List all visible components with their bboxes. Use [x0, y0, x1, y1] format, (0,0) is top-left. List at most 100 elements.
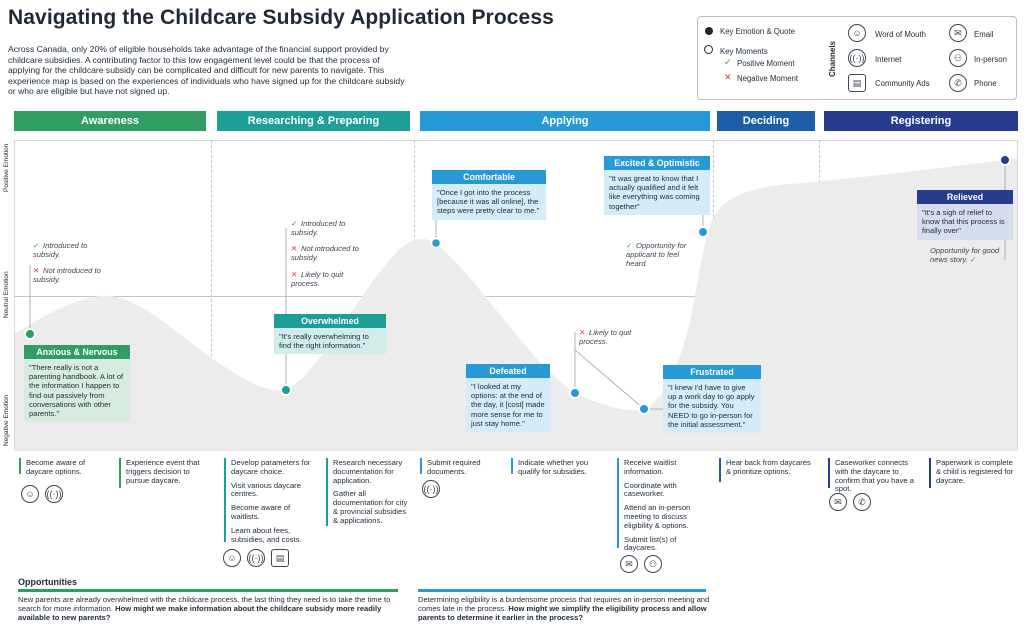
moment-comfortable-dot	[430, 237, 442, 249]
check-icon: ✓	[33, 241, 40, 250]
note-applying-opportunity: ✓Opportunity for applicant to feel heard…	[626, 241, 687, 268]
moment-defeated-dot	[569, 387, 581, 399]
emotion-curve-area	[15, 158, 1017, 451]
internet-icon: ((·))	[247, 549, 265, 567]
key-moment-ring-icon	[704, 45, 713, 54]
emotion-card-excited: Excited & Optimistic "It was great to kn…	[604, 156, 710, 215]
phone-icon: ✆	[853, 493, 871, 511]
action-marker	[19, 458, 21, 474]
emotion-quote: "I looked at my options: at the end of t…	[466, 378, 550, 433]
note-research-quit: ✕Likely to quit process.	[291, 270, 344, 288]
emotion-card-comfortable: Comfortable "Once I got into the process…	[432, 170, 546, 220]
emotion-quote: "It was great to know that I actually qu…	[604, 170, 710, 215]
emotion-card-overwhelmed: Overwhelmed "It's really overwhelming to…	[274, 314, 386, 355]
action-marker	[119, 458, 121, 488]
action-marker	[617, 458, 619, 548]
action-research-2-b: Gather all documentation for city & prov…	[333, 489, 408, 525]
phase-applying: Applying	[420, 111, 710, 131]
internet-icon: ((·))	[45, 485, 63, 503]
legend-channel-internet: Internet	[875, 55, 902, 64]
in-person-icon: ⚇	[949, 49, 967, 67]
check-icon: ✓	[626, 241, 633, 250]
cross-icon: ✕	[33, 266, 40, 275]
emotion-quote: "It's a sigh of relief to know that this…	[917, 204, 1013, 240]
emotion-quote: "There really is not a parenting handboo…	[24, 359, 130, 423]
action-awareness-1: Become aware of daycare options.	[26, 458, 86, 476]
phase-registering: Registering	[824, 111, 1018, 131]
word-of-mouth-icon: ☺	[223, 549, 241, 567]
emotion-head: Frustrated	[663, 365, 761, 379]
moment-relieved-dot	[999, 154, 1011, 166]
emotion-head: Defeated	[466, 364, 550, 378]
action-marker	[224, 458, 226, 542]
emotion-head: Excited & Optimistic	[604, 156, 710, 170]
emotion-card-relieved: Relieved "It's a sigh of relief to know …	[917, 190, 1013, 240]
emotion-card-defeated: Defeated "I looked at my options: at the…	[466, 364, 550, 433]
phase-divider	[211, 140, 212, 451]
note-awareness-introduced: ✓Introduced to subsidy.	[33, 241, 88, 259]
community-ads-icon: ▤	[271, 549, 289, 567]
internet-icon: ((·))	[422, 480, 440, 498]
note-research-not-introduced: ✕Not introduced to subsidy.	[291, 244, 359, 262]
action-applying-2: Indicate whether you qualify for subsidi…	[518, 458, 589, 476]
action-research-1-b: Visit various daycare centres.	[231, 480, 301, 499]
emotion-quote: "It's really overwhelming to find the ri…	[274, 328, 386, 355]
action-applying-3-b: Coordinate with caseworker.	[624, 480, 677, 499]
note-research-introduced: ✓Introduced to subsidy.	[291, 219, 346, 237]
action-research-1-a: Develop parameters for daycare choice.	[231, 458, 311, 476]
action-marker	[511, 458, 513, 474]
action-registering-1: Caseworker connects with the daycare to …	[835, 458, 914, 494]
note-awareness-not-introduced: ✕Not introduced to subsidy.	[33, 266, 101, 284]
action-marker	[719, 458, 721, 482]
action-applying-1: Submit required documents.	[427, 458, 481, 476]
action-applying-3-c: Attend an in-person meeting to discuss e…	[624, 503, 691, 530]
in-person-icon: ⚇	[644, 555, 662, 573]
action-research-1-c: Become aware of waitlists.	[231, 503, 291, 521]
neutral-line	[14, 296, 1018, 297]
action-research-1: Develop parameters for daycare choice. V…	[226, 458, 312, 544]
action-marker	[420, 458, 422, 474]
internet-icon: ((·))	[848, 49, 866, 67]
phase-deciding: Deciding	[717, 111, 815, 131]
legend-channel-community-ads: Community Ads	[875, 79, 930, 88]
opportunities-title: Opportunities	[18, 577, 77, 587]
opportunity-bar-left	[18, 589, 398, 592]
action-research-1-d: Learn about fees, subsidies, and costs.	[231, 525, 302, 544]
action-registering-2: Paperwork is complete & child is registe…	[936, 458, 1014, 485]
leader-quit-to-frustrated	[574, 349, 645, 410]
community-ads-icon: ▤	[848, 74, 866, 92]
action-deciding-1: Hear back from daycares & prioritize opt…	[726, 458, 811, 476]
legend-positive: Positive Moment	[737, 59, 795, 68]
cross-icon: ✕	[724, 72, 732, 82]
check-icon: ✓	[969, 255, 977, 264]
legend-negative: Negative Moment	[737, 74, 799, 83]
page-title: Navigating the Childcare Subsidy Applica…	[8, 6, 554, 29]
moment-frustrated-dot	[638, 403, 650, 415]
action-research-2: Research necessary documentation for app…	[328, 458, 412, 526]
moment-excited-dot	[697, 226, 709, 238]
emotion-head: Anxious & Nervous	[24, 345, 130, 359]
action-marker	[929, 458, 931, 488]
emotion-quote: "I knew I'd have to give up a work day t…	[663, 379, 761, 434]
moment-overwhelmed-dot	[280, 384, 292, 396]
note-applying-quit: ✕Likely to quit process.	[579, 328, 632, 346]
legend-channel-phone: Phone	[974, 79, 997, 88]
note-registering-opportunity: Opportunity for good news story. ✓	[930, 246, 1000, 264]
cross-icon: ✕	[291, 270, 298, 279]
action-research-2-a: Research necessary documentation for app…	[333, 458, 403, 485]
action-applying-3-a: Receive waitlist information.	[624, 458, 677, 476]
opportunity-left: New parents are already overwhelmed with…	[18, 595, 391, 622]
phase-researching: Researching & Preparing	[217, 111, 410, 131]
legend-channel-email: Email	[974, 30, 994, 39]
check-icon: ✓	[291, 219, 298, 228]
email-icon: ✉	[620, 555, 638, 573]
moment-anxious-dot	[24, 328, 36, 340]
emotion-head: Relieved	[917, 190, 1013, 204]
emotion-head: Overwhelmed	[274, 314, 386, 328]
word-of-mouth-icon: ☺	[21, 485, 39, 503]
intro-paragraph: Across Canada, only 20% of eligible hous…	[8, 44, 405, 97]
legend-channel-word-of-mouth: Word of Mouth	[875, 30, 926, 39]
check-icon: ✓	[724, 57, 732, 67]
action-applying-3-d: Submit list(s) of daycares.	[624, 534, 677, 553]
